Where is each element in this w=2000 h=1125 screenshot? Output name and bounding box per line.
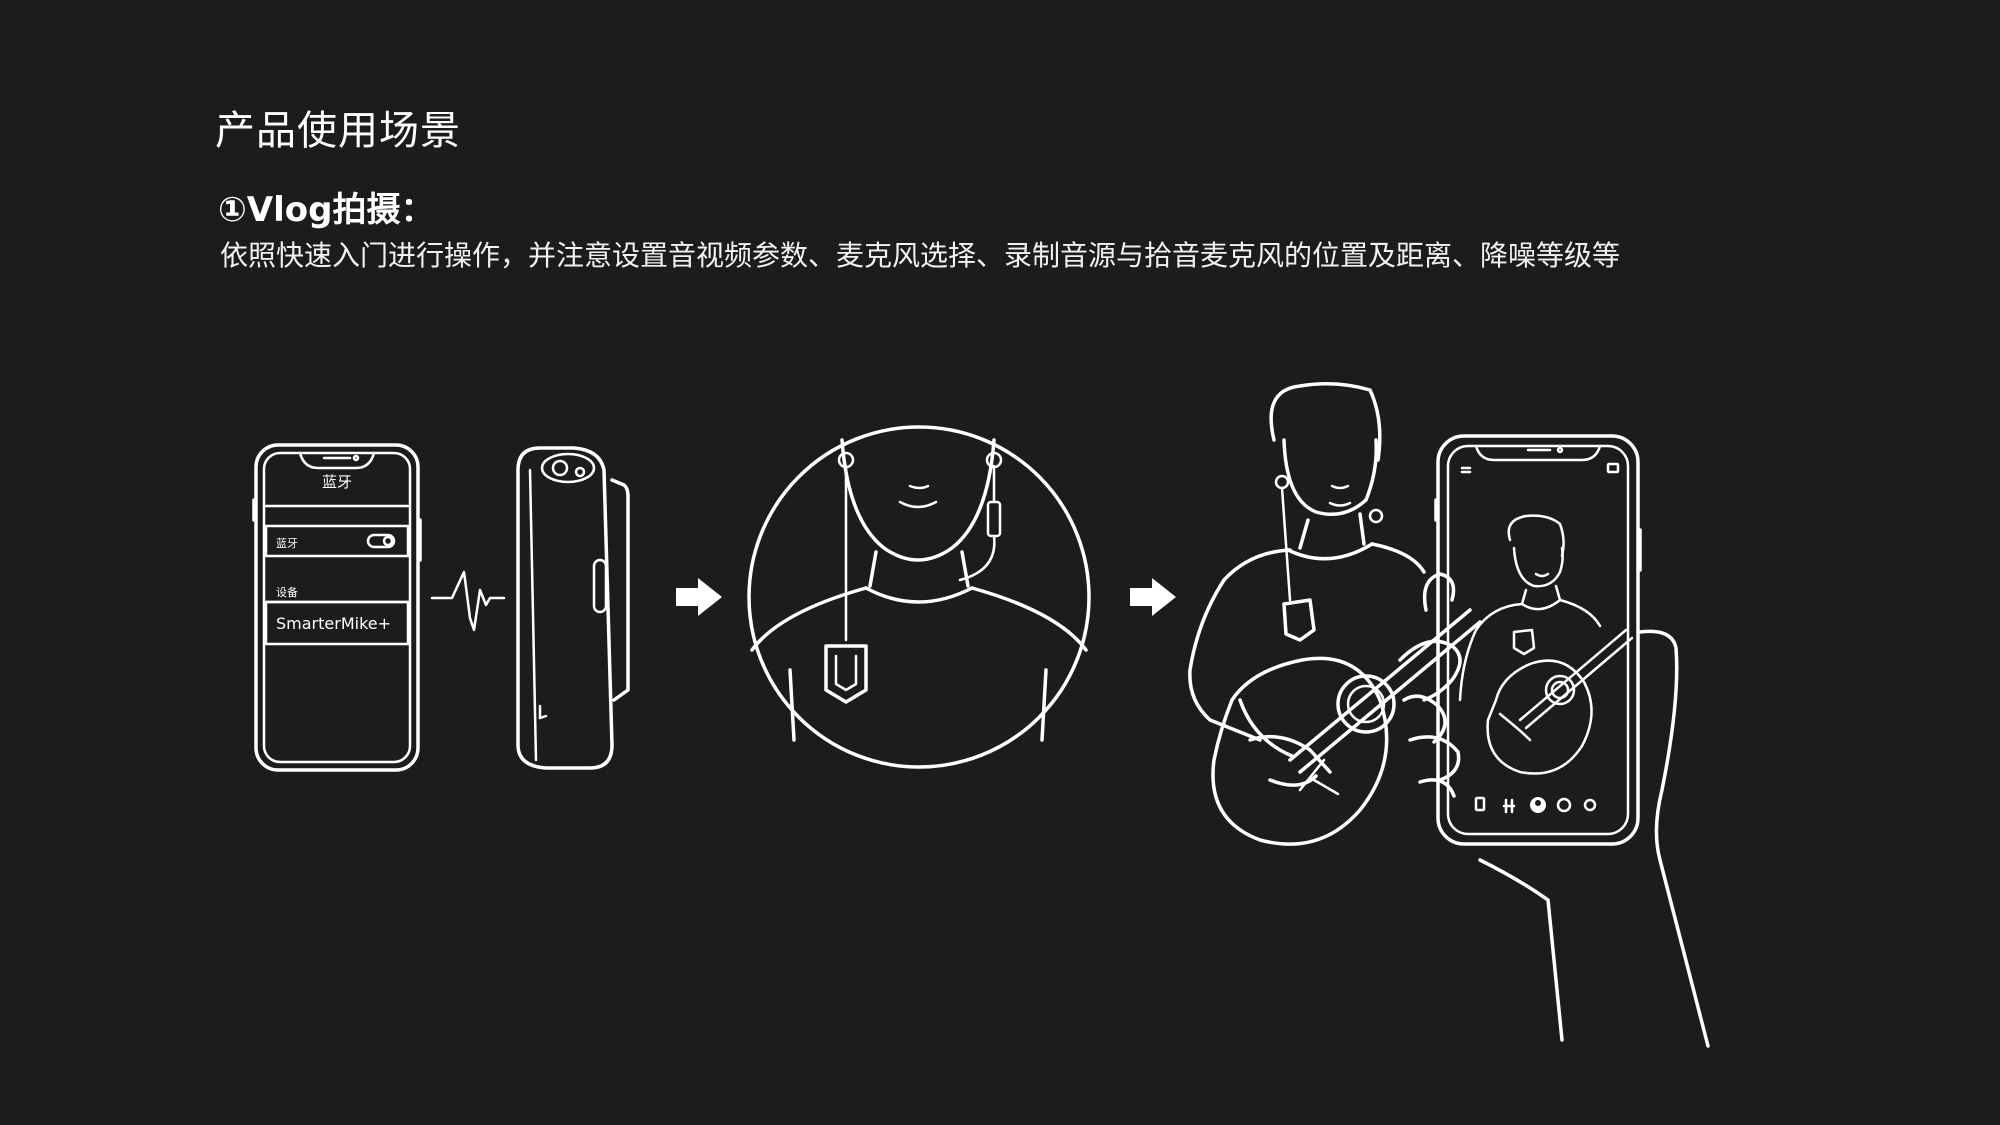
- person-playing-guitar-icon: [1188, 382, 1482, 846]
- phone-device-section-label: 设备: [276, 585, 298, 599]
- person-with-lapel-mic-icon: [747, 425, 1091, 769]
- phone-screen-title: 蓝牙: [322, 473, 352, 491]
- microphone-device-icon: [516, 446, 630, 770]
- audio-wave-icon: [430, 570, 506, 632]
- arrow-right-icon: [676, 578, 722, 616]
- arrow-right-icon: [1130, 578, 1176, 616]
- page-title: 产品使用场景: [215, 108, 461, 154]
- section-description: 依照快速入门进行操作，并注意设置音视频参数、麦克风选择、录制音源与拾音麦克风的位…: [220, 239, 1621, 272]
- phone-icon: 蓝牙 蓝牙 设备 SmarterMike+: [252, 443, 422, 772]
- phone-bluetooth-label: 蓝牙: [276, 537, 298, 550]
- phone-device-name: SmarterMike+: [276, 614, 391, 633]
- section-title: ①Vlog拍摄：: [218, 190, 435, 230]
- hand-holding-phone-icon: [1434, 434, 1710, 1048]
